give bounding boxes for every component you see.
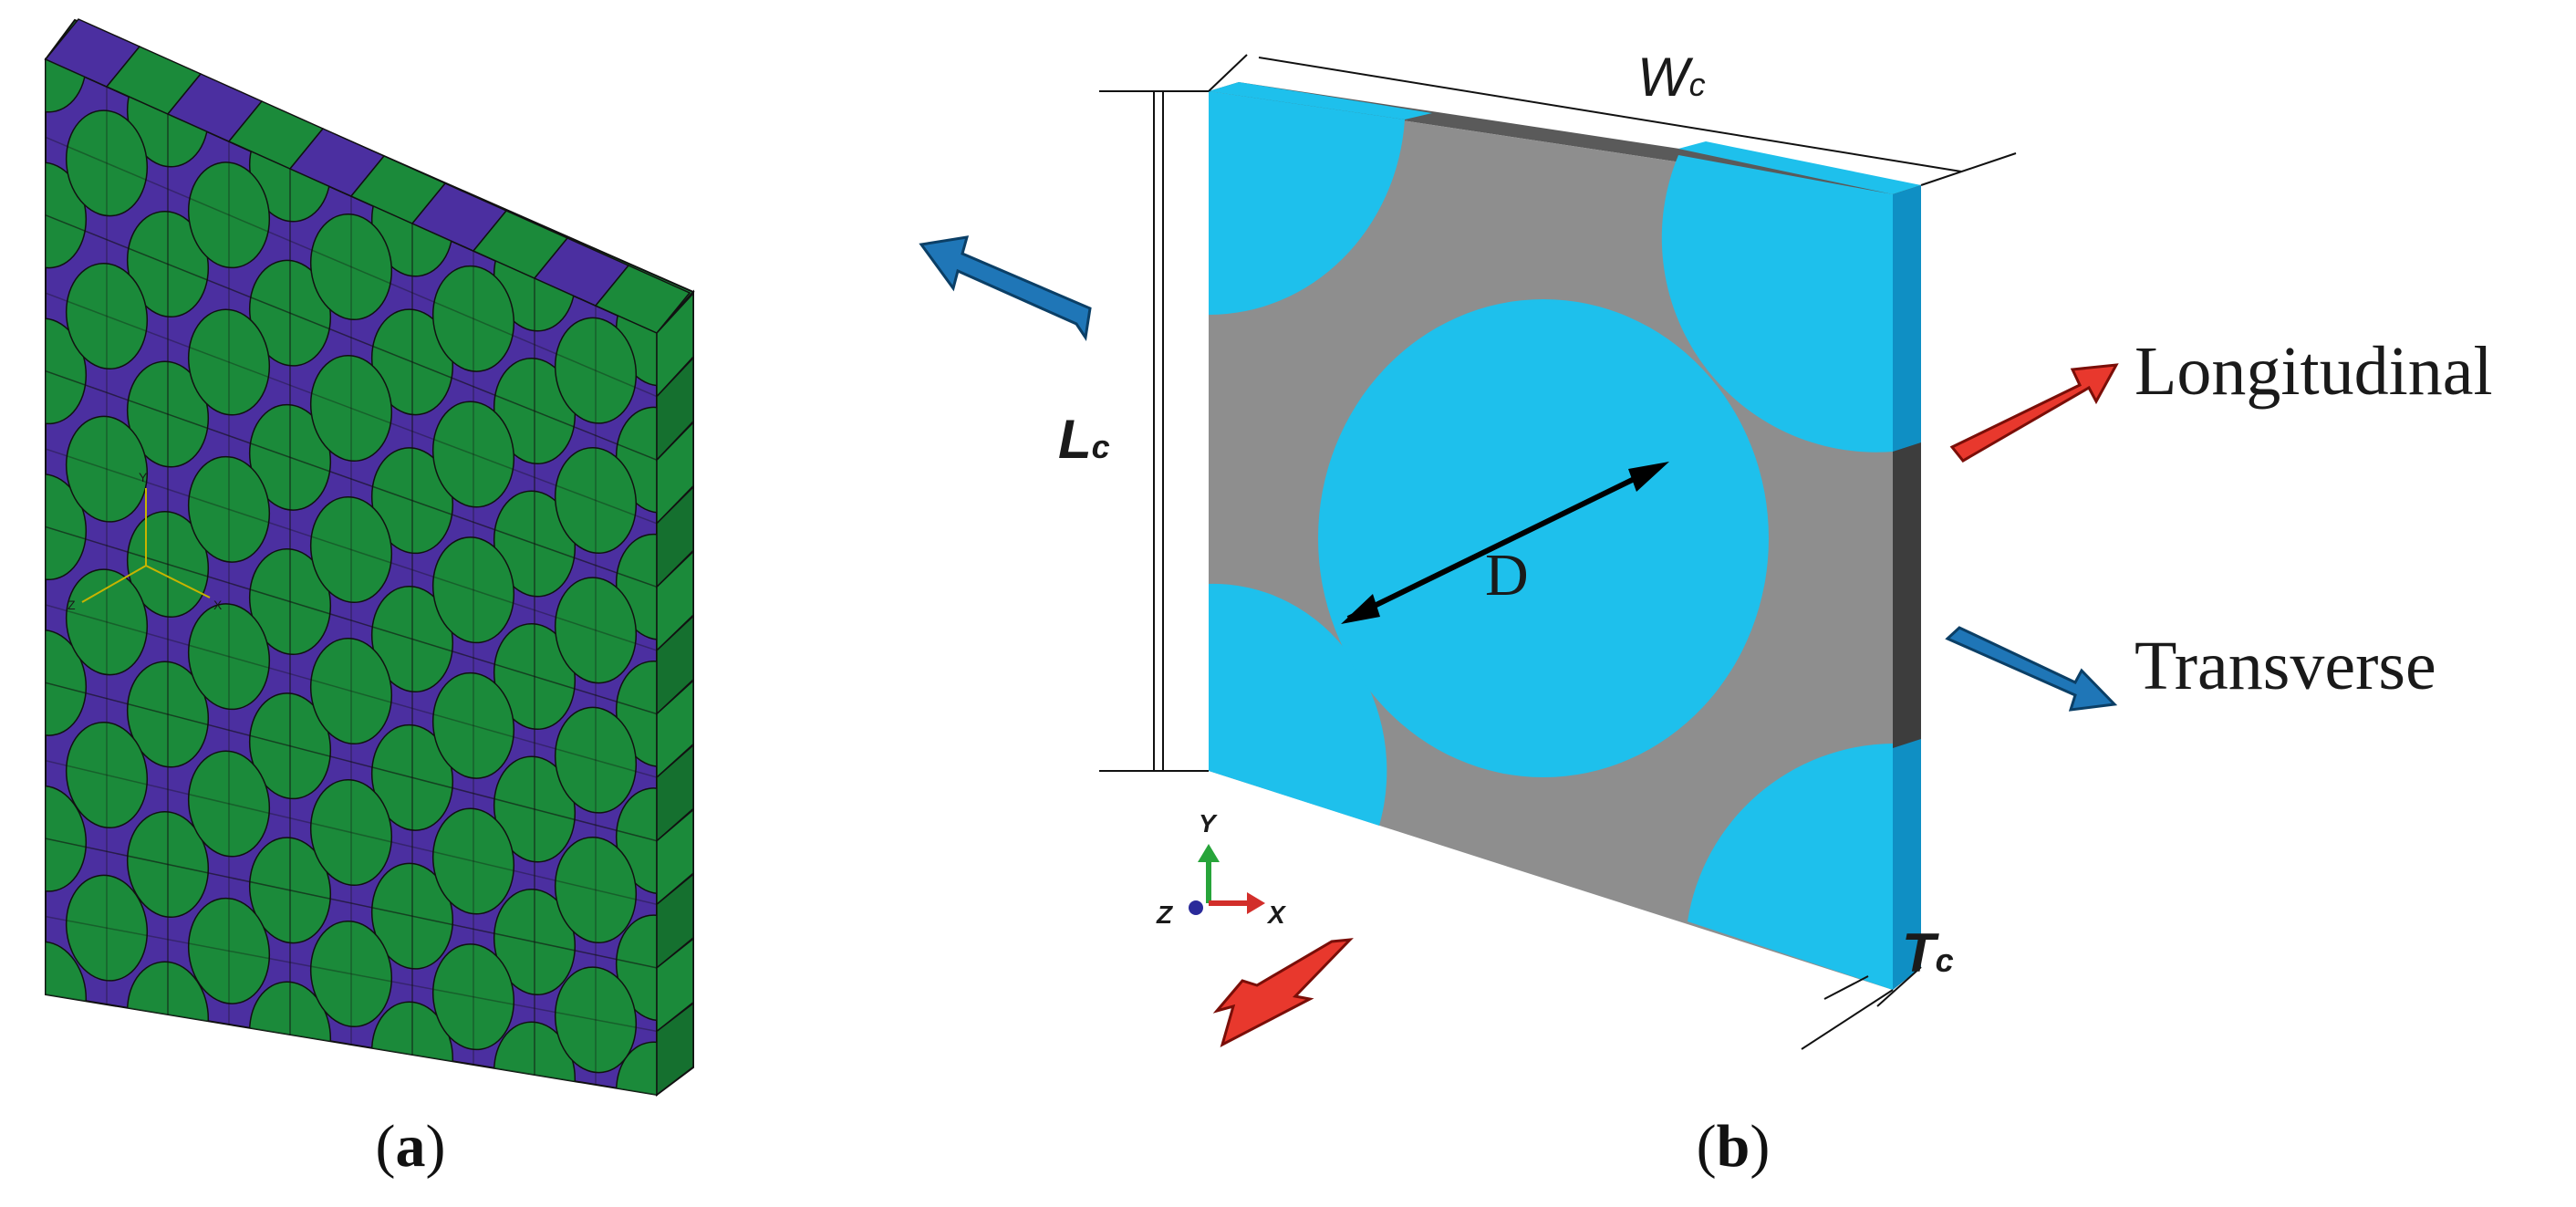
axis-x-label: X xyxy=(1266,900,1287,929)
panel-a-caption: (a) xyxy=(376,1113,446,1180)
mesh-line xyxy=(46,760,657,905)
side-tile xyxy=(656,937,694,1033)
mesh-line xyxy=(46,369,657,588)
mesh-line xyxy=(46,448,657,651)
fiber-ellipse xyxy=(187,161,271,269)
mesh-line xyxy=(46,136,657,398)
fiber-center xyxy=(1318,299,1769,777)
length-label: Lc xyxy=(1058,409,1110,470)
side-tile xyxy=(656,614,694,716)
side-face-tiles xyxy=(656,291,694,1097)
fiber-ellipse xyxy=(65,568,149,676)
mesh-lines xyxy=(46,59,657,1095)
fiber-ellipse xyxy=(554,966,638,1074)
fiber-corner-bottom-left xyxy=(1209,583,1387,826)
fiber-ellipse xyxy=(431,265,515,372)
panel-a-axis-triad: Y X Z xyxy=(68,470,223,612)
panel-b-caption: (b) xyxy=(1697,1113,1771,1180)
fiber-ellipse xyxy=(554,706,638,814)
side-tile xyxy=(656,1002,694,1097)
side-tile xyxy=(656,356,694,463)
diameter-arrow xyxy=(1341,462,1669,624)
fiber-ellipse xyxy=(65,262,149,370)
fiber-ellipse xyxy=(615,1041,657,1095)
panel-a-3d-laminate: Y X Z (a) xyxy=(44,18,695,1180)
fiber-ellipse xyxy=(431,671,515,779)
fiber-ellipse xyxy=(46,473,88,581)
mesh-line xyxy=(46,915,657,1033)
diameter-label: D xyxy=(1485,542,1529,609)
axis-z-label: Z xyxy=(1156,900,1173,929)
side-tile xyxy=(656,549,694,652)
fiber-ellipse xyxy=(554,836,638,944)
top-tile xyxy=(594,265,691,334)
fiber-ellipse xyxy=(431,401,515,508)
fiber-ellipse xyxy=(309,213,393,321)
fiber-ellipse xyxy=(187,750,271,858)
mesh-line xyxy=(46,525,657,715)
dimension-width xyxy=(1208,54,2017,186)
fiber-ellipse xyxy=(615,914,657,1022)
fiber-cross-sections xyxy=(46,59,657,1095)
axis-y-label: Y xyxy=(1199,809,1218,838)
side-tile xyxy=(656,421,694,525)
longitudinal-direction: Longitudinal xyxy=(1949,333,2493,463)
fiber-ellipse xyxy=(65,109,149,217)
mesh-line xyxy=(46,604,657,778)
panel-a-axis-x-label: X xyxy=(213,598,223,612)
fiber-ellipse xyxy=(65,415,149,523)
fiber-ellipse xyxy=(46,161,88,269)
fiber-ellipse xyxy=(554,446,638,555)
side-tile xyxy=(656,807,694,906)
fiber-ellipse xyxy=(431,807,515,915)
fiber-ellipse xyxy=(615,787,657,895)
fiber-ellipse xyxy=(431,536,515,644)
panel-a-axis-z-label: Z xyxy=(68,598,76,612)
fiber-ellipse xyxy=(431,943,515,1051)
through-thickness-arrow xyxy=(1212,938,1354,1047)
fiber-ellipse xyxy=(309,778,393,887)
transverse-direction: Transverse xyxy=(1945,626,2436,712)
dimension-thickness xyxy=(1801,966,1922,1050)
fiber-ellipse xyxy=(46,629,88,736)
dimension-length xyxy=(1099,90,1209,772)
mesh-line xyxy=(46,682,657,842)
fiber-ellipse xyxy=(554,577,638,684)
connector-arrow xyxy=(919,235,1092,342)
fiber-ellipse xyxy=(65,874,149,982)
fiber-ellipse xyxy=(46,785,88,892)
fiber-ellipse xyxy=(46,59,88,113)
side-tile xyxy=(656,744,694,843)
mesh-line xyxy=(46,838,657,969)
side-tile xyxy=(656,485,694,589)
side-tile xyxy=(656,679,694,779)
fiber-ellipse xyxy=(65,721,149,829)
width-label: Wc xyxy=(1637,47,1706,108)
fiber-ellipse xyxy=(187,455,271,563)
fiber-ellipse xyxy=(554,317,638,424)
fiber-ellipse xyxy=(187,897,271,1004)
top-face-tiles xyxy=(44,18,691,334)
mesh-line xyxy=(46,292,657,525)
fiber-ellipse xyxy=(187,308,271,416)
fiber-ellipse xyxy=(309,495,393,604)
fiber-corner-top-left xyxy=(1209,91,1405,316)
fiber-ellipse xyxy=(309,920,393,1028)
side-tile xyxy=(656,872,694,970)
fiber-ellipse xyxy=(309,637,393,745)
fiber-ellipse xyxy=(309,354,393,463)
fiber-ellipse xyxy=(46,317,88,425)
panel-a-axis-y-label: Y xyxy=(139,470,148,484)
panel-b-unit-cell: Wc Lc Tc D Y xyxy=(1058,47,2493,1180)
mesh-line xyxy=(46,214,657,461)
transverse-label: Transverse xyxy=(2135,628,2436,704)
thickness-label: Tc xyxy=(1902,922,1954,983)
fiber-corner-bottom-right xyxy=(1688,744,1893,990)
axis-triad: Y X Z xyxy=(1156,809,1287,929)
longitudinal-label: Longitudinal xyxy=(2135,333,2493,410)
side-tile xyxy=(656,291,694,399)
fiber-corner-top-right xyxy=(1661,155,1893,453)
fiber-ellipse xyxy=(187,603,271,711)
